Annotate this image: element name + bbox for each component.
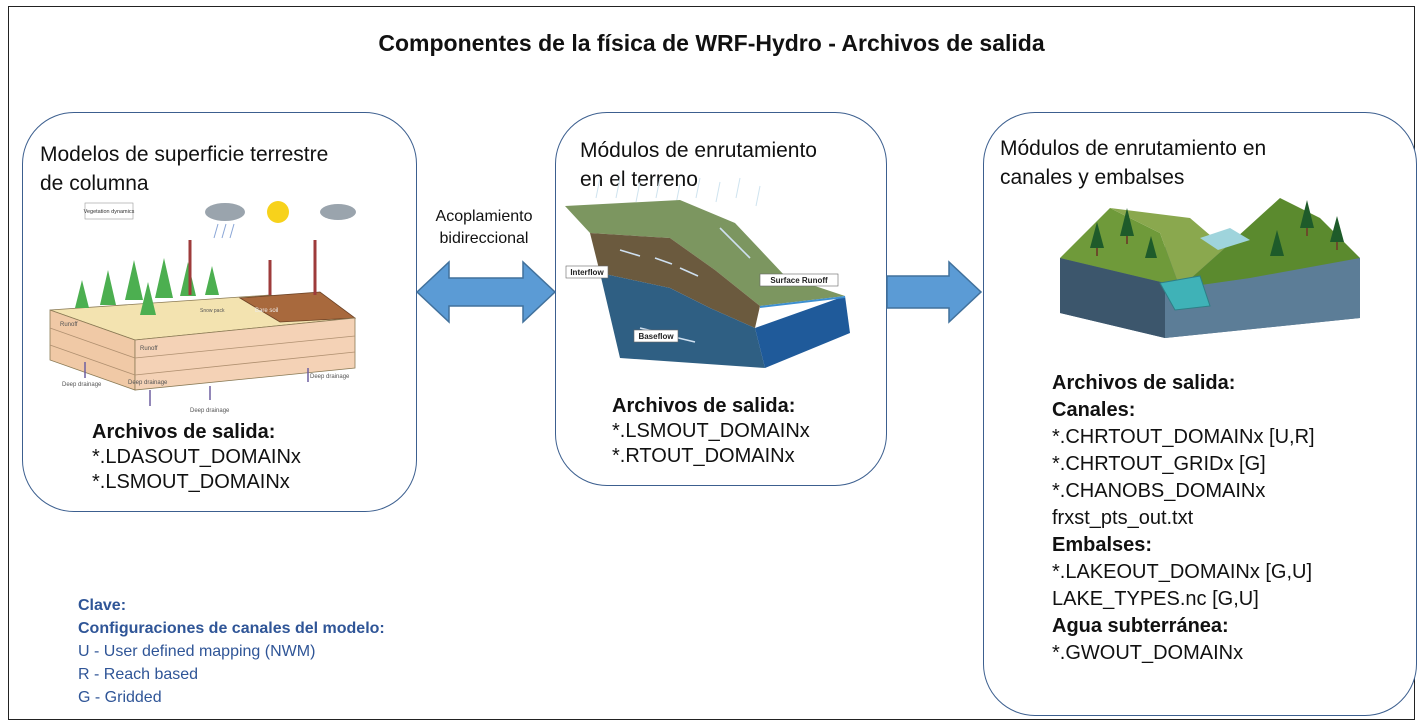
vegetation-dynamics-label: Vegetation dynamics <box>84 209 135 215</box>
runoff-label-2: Runoff <box>140 346 158 352</box>
terrain-routing-title: Módulos de enrutamiento en el terreno <box>580 136 817 194</box>
terrain-routing-title-line2: en el terreno <box>580 168 698 191</box>
key-item: U - User defined mapping (NWM) <box>78 643 316 660</box>
channel-reservoir-outputs-header: Archivos de salida: <box>1052 372 1236 394</box>
channel-reservoir-title: Módulos de enrutamiento en canales y emb… <box>1000 134 1266 192</box>
two-way-coupling-arrow <box>415 260 557 324</box>
channels-header: Canales: <box>1052 399 1136 421</box>
land-surface-output-item: *.LDASOUT_DOMAINx <box>92 446 301 468</box>
land-surface-output-item: *.LSMOUT_DOMAINx <box>92 471 290 493</box>
groundwater-header: Agua subterránea: <box>1052 615 1229 637</box>
land-surface-model-title: Modelos de superficie terrestre de colum… <box>40 140 328 198</box>
terrain-routing-output-item: *.LSMOUT_DOMAINx <box>612 420 810 442</box>
key-item: R - Reach based <box>78 666 199 683</box>
terrain-routing-outputs-header: Archivos de salida: <box>612 395 796 417</box>
reservoir-output-item: LAKE_TYPES.nc [G,U] <box>1052 588 1259 610</box>
key-item: G - Gridded <box>78 689 162 706</box>
channel-reservoir-illustration <box>1060 198 1360 338</box>
coupling-label: Acoplamiento bidireccional <box>413 206 555 250</box>
land-surface-title-line1: Modelos de superficie terrestre <box>40 143 329 166</box>
snow-pack-label: Snow pack <box>200 308 225 314</box>
deep-drainage-label-3: Deep drainage <box>190 408 230 414</box>
key-header: Clave: <box>78 597 127 614</box>
channel-output-item: *.CHANOBS_DOMAINx <box>1052 480 1266 502</box>
channel-reservoir-title-line1: Módulos de enrutamiento en <box>1000 137 1267 160</box>
deep-drainage-label-1: Deep drainage <box>62 382 102 388</box>
groundwater-output-item: *.GWOUT_DOMAINx <box>1052 642 1244 664</box>
diagram-title: Componentes de la física de WRF-Hydro - … <box>378 30 1045 56</box>
land-surface-illustration: Vegetation dynamics Runoff Runoff Bare s… <box>49 201 357 414</box>
coupling-label-line1: Acoplamiento <box>435 208 533 225</box>
interflow-label: Interflow <box>570 268 604 277</box>
bare-soil-label: Bare soil <box>255 308 278 314</box>
runoff-label-1: Runoff <box>60 322 78 328</box>
channel-reservoir-title-line2: canales y embalses <box>1000 166 1185 189</box>
baseflow-label: Baseflow <box>638 332 674 341</box>
terrain-routing-title-line1: Módulos de enrutamiento <box>580 139 817 162</box>
key-legend: Clave: Configuraciones de canales del mo… <box>78 594 385 709</box>
terrain-routing-outputs: Archivos de salida: *.LSMOUT_DOMAINx *.R… <box>612 394 810 469</box>
coupling-label-line2: bidireccional <box>439 230 529 247</box>
surface-runoff-label: Surface Runoff <box>770 276 828 285</box>
channel-reservoir-outputs: Archivos de salida: Canales: *.CHRTOUT_D… <box>1052 370 1315 667</box>
land-surface-outputs: Archivos de salida: *.LDASOUT_DOMAINx *.… <box>92 420 301 495</box>
reservoir-output-item: *.LAKEOUT_DOMAINx [G,U] <box>1052 561 1313 583</box>
land-surface-outputs-header: Archivos de salida: <box>92 421 276 443</box>
terrain-routing-output-item: *.RTOUT_DOMAINx <box>612 445 795 467</box>
channel-output-item: *.CHRTOUT_DOMAINx [U,R] <box>1052 426 1315 448</box>
terrain-routing-illustration: Interflow Surface Runoff Baseflow <box>565 177 850 368</box>
channel-output-item: frxst_pts_out.txt <box>1052 507 1194 529</box>
land-surface-title-line2: de columna <box>40 172 149 195</box>
deep-drainage-label-2: Deep drainage <box>128 380 168 386</box>
terrain-to-channel-arrow <box>886 260 983 324</box>
key-subheader: Configuraciones de canales del modelo: <box>78 620 385 637</box>
channel-output-item: *.CHRTOUT_GRIDx [G] <box>1052 453 1266 475</box>
deep-drainage-label-4: Deep drainage <box>310 374 350 380</box>
reservoirs-header: Embalses: <box>1052 534 1153 556</box>
channel-reservoir-box <box>983 112 1417 716</box>
